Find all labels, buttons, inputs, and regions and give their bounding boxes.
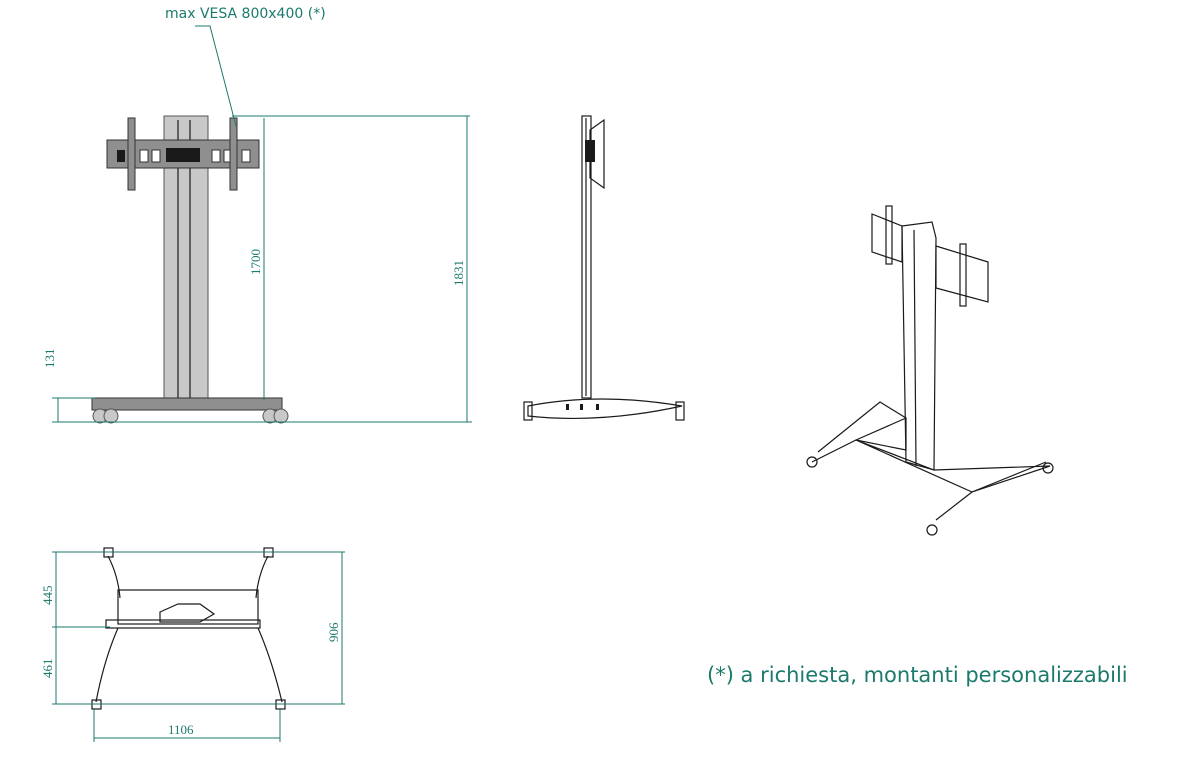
vesa-leader [195, 25, 237, 127]
top-view: 445 461 906 1106 [40, 547, 345, 742]
side-view [523, 115, 685, 421]
dim-461-label: 461 [40, 659, 55, 679]
dim-906-label: 906 [326, 622, 341, 642]
dim-445: 445 [40, 551, 345, 628]
front-view: 1700 1831 131 [42, 25, 472, 424]
vesa-note: max VESA 800x400 (*) [165, 6, 326, 22]
dim-1831: 1831 [52, 116, 472, 423]
dim-461: 461 [40, 627, 345, 705]
dim-906: 906 [326, 552, 343, 704]
dim-1106-label: 1106 [168, 722, 194, 737]
dim-131: 131 [42, 349, 95, 422]
front-base [91, 397, 289, 424]
front-vesa-bracket [106, 117, 260, 191]
footnote: (*) a richiesta, montanti personalizzabi… [707, 663, 1128, 687]
dim-1700: 1700 [232, 115, 470, 400]
dim-1106: 1106 [93, 708, 281, 742]
dim-1700-label: 1700 [248, 249, 263, 275]
dim-445-label: 445 [40, 586, 55, 606]
dim-131-label: 131 [42, 349, 57, 369]
isometric-view [806, 205, 1054, 536]
dim-1831-label: 1831 [451, 260, 466, 286]
